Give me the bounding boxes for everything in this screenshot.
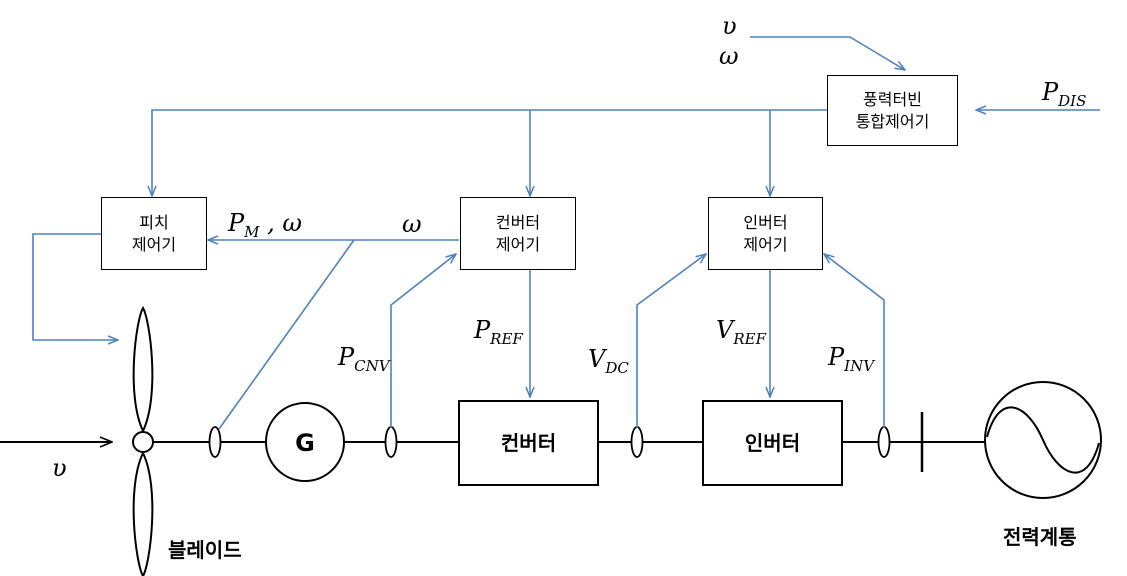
pm-omega-rest: , ω: [259, 209, 302, 237]
p-dis-subscript: DIS: [1058, 92, 1087, 110]
integrated-controller-line1: 풍력터빈: [863, 89, 922, 109]
p-dis-symbol: P: [1042, 78, 1059, 106]
p-dis-label: PDIS: [1042, 80, 1086, 109]
inverter-box: 인버터: [702, 400, 843, 486]
p-ref-label: PREF: [474, 318, 523, 347]
p-cnv-label: PCNV: [338, 345, 390, 374]
p-inv-subscript: INV: [844, 357, 875, 375]
integrated-controller-line2: 통합제어기: [855, 111, 930, 131]
grid-caption: 전력계통: [1003, 525, 1077, 549]
signal-lines: [32, 36, 1100, 430]
converter-label: 컨버터: [500, 431, 557, 455]
converter-controller-box: 컨버터 제어기: [460, 197, 576, 270]
blade-caption: 블레이드: [168, 538, 242, 562]
v-dc-subscript: DC: [605, 359, 629, 377]
p-cnv-subscript: CNV: [354, 357, 390, 375]
pitch-controller-box: 피치 제어기: [101, 197, 207, 270]
generator-label: G: [295, 429, 315, 457]
blade-icon: [132, 306, 154, 576]
v-dc-symbol: V: [588, 345, 606, 373]
v-ref-symbol: V: [716, 316, 734, 344]
pitch-controller-line1: 피치: [139, 212, 169, 232]
v-ref-subscript: REF: [733, 330, 766, 348]
p-ref-subscript: REF: [490, 330, 523, 348]
integrated-controller-box: 풍력터빈 통합제어기: [827, 75, 958, 146]
pitch-controller-line2: 제어기: [131, 234, 177, 254]
converter-box: 컨버터: [458, 400, 599, 486]
inverter-controller-line1: 인버터: [743, 212, 788, 232]
pm-subscript: M: [244, 223, 260, 241]
converter-controller-line1: 컨버터: [495, 212, 541, 232]
wind-speed-top-label: υ: [722, 12, 737, 40]
omega-mid-label: ω: [402, 210, 422, 238]
pm-omega-label: PM , ω: [228, 211, 302, 240]
power-line: [0, 412, 988, 472]
inverter-label: 인버터: [744, 431, 801, 455]
inverter-controller-line2: 제어기: [743, 234, 788, 254]
p-inv-symbol: P: [828, 343, 845, 371]
p-cnv-symbol: P: [338, 343, 355, 371]
v-ref-label: VREF: [716, 318, 766, 347]
generator-icon: [265, 402, 345, 482]
wind-speed-input-label: υ: [52, 454, 67, 482]
rotor-speed-top-label: ω: [719, 42, 739, 70]
pm-symbol: P: [228, 209, 245, 237]
converter-controller-line2: 제어기: [495, 234, 541, 254]
grid-source-icon: [984, 381, 1102, 499]
p-ref-symbol: P: [474, 316, 491, 344]
inverter-controller-box: 인버터 제어기: [708, 197, 823, 270]
p-inv-label: PINV: [828, 345, 874, 374]
v-dc-label: VDC: [588, 347, 629, 376]
